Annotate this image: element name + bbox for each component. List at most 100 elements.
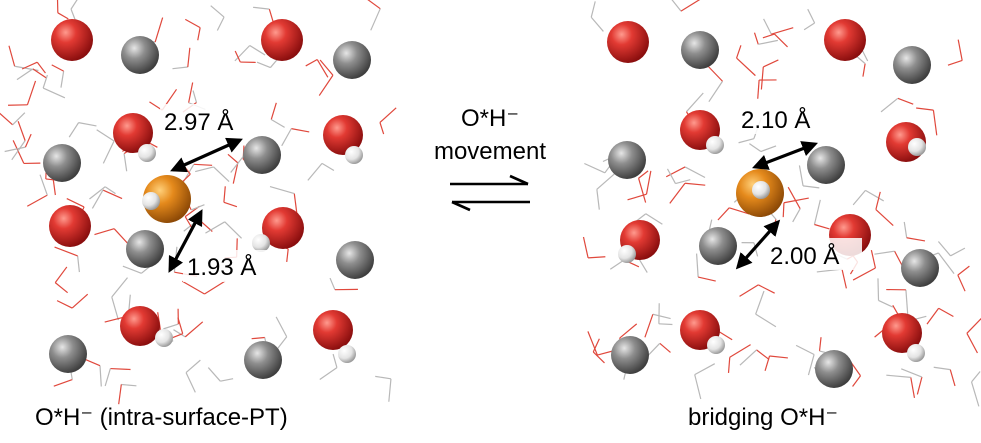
left-water-bond: [332, 353, 338, 368]
right-water-molecule: [658, 303, 673, 326]
right-distance-label-bottom: 2.00 Å: [770, 242, 839, 270]
right-water-bond: [755, 313, 777, 328]
hydrogen-atom: [252, 234, 270, 252]
left-water-molecule: [319, 353, 338, 380]
hydroxide-oxygen-atom: [113, 113, 153, 153]
right-water-bond: [782, 202, 785, 218]
left-water-bond: [8, 45, 16, 67]
right-water-molecule: [903, 221, 926, 242]
left-water-bond: [16, 68, 34, 81]
left-water-bond: [123, 153, 128, 172]
left-water-molecule: [234, 44, 266, 62]
right-water-molecule: [596, 172, 616, 210]
hydrogen-atom: [338, 345, 356, 363]
left-water-bond: [66, 198, 85, 208]
right-water-molecule: [644, 313, 671, 338]
left-water-molecule: [68, 122, 97, 138]
left-water-bond: [17, 121, 26, 141]
right-water-bond: [950, 247, 966, 257]
left-water-bond: [102, 189, 123, 200]
oxygen-atom: [261, 19, 303, 61]
left-water-bond: [224, 221, 242, 239]
left-water-bond: [379, 107, 397, 123]
left-water-bond: [252, 6, 270, 10]
right-water-bond: [798, 165, 804, 186]
right-water-bond: [644, 314, 654, 338]
right-water-bond: [910, 377, 916, 398]
left-water-bond: [56, 300, 73, 309]
hydroxide-oxygen-atom: [313, 310, 353, 350]
right-water-bond: [584, 162, 606, 174]
left-water-bond: [11, 140, 26, 161]
right-water-bond: [897, 97, 914, 105]
left-water-bond: [197, 27, 201, 41]
left-water-bond: [190, 204, 205, 211]
right-water-bond: [638, 170, 649, 179]
right-water-bond: [739, 284, 759, 297]
right-water-bond: [686, 92, 704, 113]
right-water-bond: [749, 143, 762, 152]
metal-atom: [244, 341, 282, 379]
right-water-molecule: [957, 265, 970, 292]
left-water-molecule: [182, 280, 226, 295]
metal-atom: [243, 136, 281, 174]
right-water-molecule: [970, 371, 981, 407]
left-water-bond: [249, 44, 266, 56]
right-water-molecule: [760, 59, 779, 90]
right-water-bond: [684, 182, 706, 186]
right-water-bond: [937, 252, 955, 274]
right-water-bond: [763, 59, 779, 68]
right-water-bond: [865, 189, 884, 202]
left-water-bond: [96, 129, 115, 142]
equilibrium-arrows-icon: [450, 174, 530, 212]
right-water-molecule: [666, 168, 691, 185]
left-water-bond: [32, 68, 47, 79]
right-water-molecule: [813, 199, 830, 230]
right-water-bond: [966, 333, 978, 354]
oxygen-atom: [262, 207, 304, 249]
left-water-molecule: [94, 228, 132, 248]
right-caption: bridging O*H⁻: [688, 404, 838, 431]
right-water-molecule: [727, 344, 751, 374]
right-water-molecule: [947, 39, 963, 66]
right-water-molecule: [782, 197, 809, 218]
left-water-molecule: [96, 129, 115, 164]
left-label-bg-bottom: [183, 250, 279, 282]
left-water-bond: [172, 66, 188, 70]
left-water-bond: [370, 8, 381, 31]
right-label-bg-top: [737, 102, 833, 134]
left-water-molecule: [56, 0, 69, 20]
left-water-bond: [110, 367, 131, 371]
left-water-bond: [122, 265, 142, 274]
left-water-bond: [26, 194, 48, 207]
left-water-bond: [99, 365, 102, 387]
right-water-bond: [590, 1, 596, 18]
left-water-bond: [102, 140, 115, 164]
oxygen-atom: [49, 205, 91, 247]
right-water-molecule: [916, 107, 938, 136]
right-water-molecule: [937, 241, 966, 257]
right-water-bond: [619, 323, 638, 339]
right-water-bond: [592, 351, 605, 364]
right-water-bond: [736, 45, 742, 59]
left-water-molecule: [0, 112, 26, 126]
left-water-bond: [305, 58, 318, 67]
right-water-bond: [659, 342, 671, 353]
right-water-bond: [787, 186, 801, 210]
right-water-bond: [637, 178, 647, 203]
right-water-bond: [966, 317, 981, 334]
left-water-molecule: [51, 64, 65, 88]
oxygen-atom: [51, 19, 93, 61]
right-water-bond: [906, 237, 926, 242]
right-water-bond: [666, 168, 676, 184]
right-water-bond: [932, 110, 938, 136]
left-water-bond: [173, 329, 186, 338]
right-water-bond: [695, 253, 699, 278]
left-water-bond: [269, 185, 295, 195]
right-water-molecule: [739, 349, 770, 366]
right-water-bond: [814, 223, 830, 230]
left-water-bond: [118, 384, 122, 405]
left-water-bond: [223, 186, 226, 203]
right-water-bond: [807, 8, 816, 24]
left-water-molecule: [54, 246, 80, 273]
